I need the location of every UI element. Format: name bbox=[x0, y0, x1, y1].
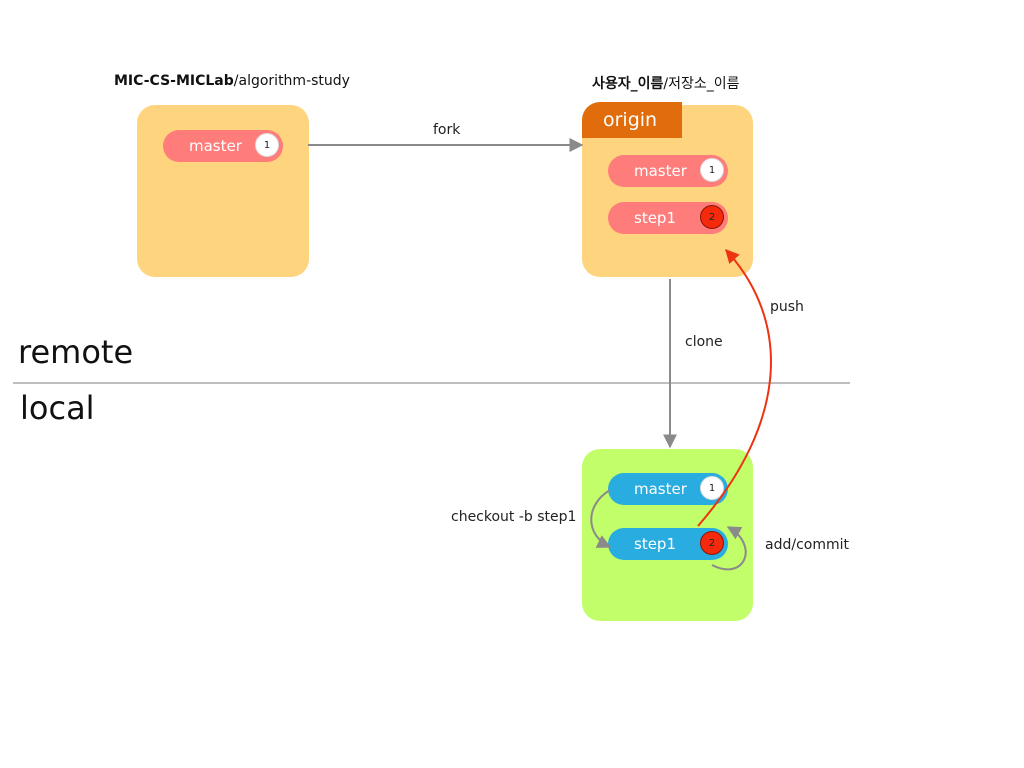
origin-tag: origin bbox=[582, 102, 682, 138]
fork-repo-title: 사용자_이름/저장소_이름 bbox=[592, 73, 740, 93]
upstream-repo-name: /algorithm-study bbox=[233, 73, 350, 89]
local-branch-master: master 1 bbox=[608, 473, 728, 505]
upstream-repo-title: MIC-CS-MICLab/algorithm-study bbox=[114, 73, 350, 89]
origin-branch-master: master 1 bbox=[608, 155, 728, 187]
checkout-label: checkout -b step1 bbox=[451, 509, 577, 525]
origin-repo-box: origin master 1 step1 2 bbox=[582, 102, 753, 277]
commit-badge: 2 bbox=[700, 205, 724, 229]
fork-repo-name: /저장소_이름 bbox=[663, 76, 740, 92]
upstream-owner: MIC-CS-MICLab bbox=[114, 73, 234, 89]
branch-label: step1 bbox=[634, 209, 676, 227]
commit-badge: 1 bbox=[700, 158, 724, 182]
local-zone-label: local bbox=[20, 389, 95, 427]
checkout-arrow bbox=[590, 489, 612, 548]
branch-label: step1 bbox=[634, 535, 676, 553]
fork-label: fork bbox=[433, 122, 461, 138]
commit-badge: 2 bbox=[700, 531, 724, 555]
origin-branch-step1: step1 2 bbox=[608, 202, 728, 234]
local-branch-step1: step1 2 bbox=[608, 528, 728, 560]
branch-label: master bbox=[634, 162, 687, 180]
upstream-repo-box: master 1 bbox=[137, 105, 309, 277]
push-label: push bbox=[770, 299, 804, 315]
commit-badge: 1 bbox=[255, 133, 279, 157]
branch-label: master bbox=[189, 137, 242, 155]
push-arrow bbox=[697, 248, 772, 527]
commit-badge: 1 bbox=[700, 476, 724, 500]
commit-arrow bbox=[711, 526, 747, 571]
local-repo-box: master 1 step1 2 bbox=[582, 449, 753, 621]
clone-label: clone bbox=[685, 334, 723, 350]
fork-owner: 사용자_이름 bbox=[592, 76, 664, 92]
remote-zone-label: remote bbox=[18, 333, 134, 371]
upstream-branch-master: master 1 bbox=[163, 130, 283, 162]
commit-label: add/commit bbox=[765, 537, 849, 553]
branch-label: master bbox=[634, 480, 687, 498]
